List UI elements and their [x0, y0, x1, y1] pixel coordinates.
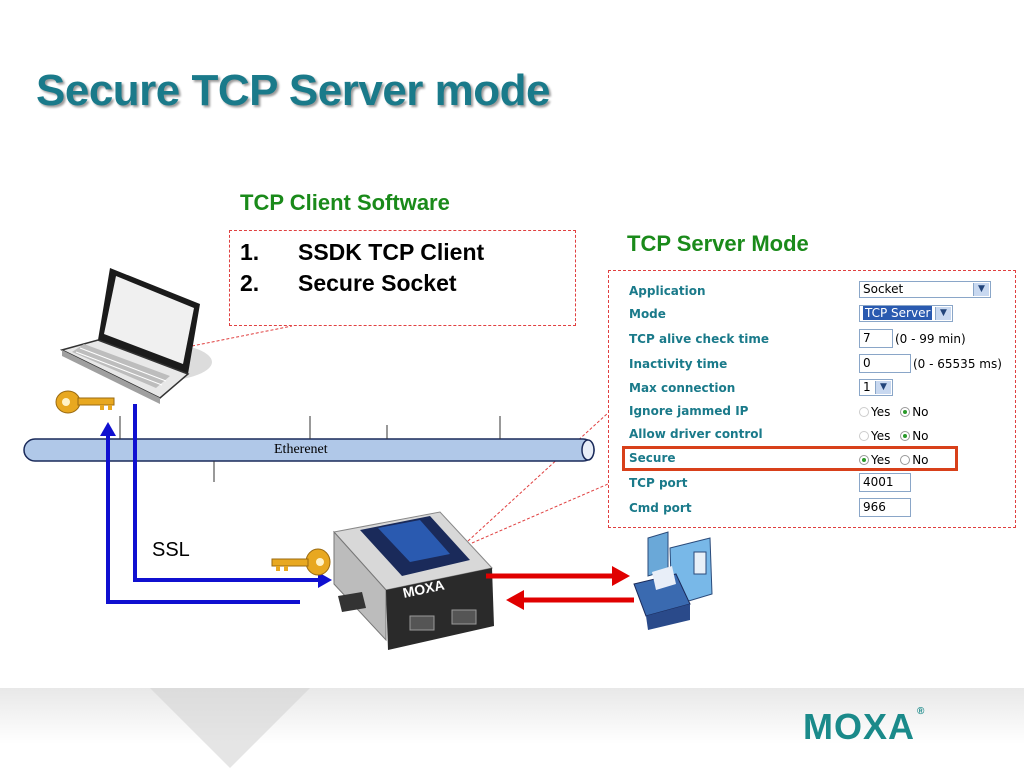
serial-arrows — [486, 566, 634, 610]
allow-driver-yes-radio[interactable] — [859, 430, 869, 441]
ignore-jammed-no-radio[interactable] — [900, 406, 911, 417]
tcp-port-input[interactable]: 4001 — [859, 473, 911, 492]
machine-icon — [633, 531, 713, 630]
chevron-down-icon: ▼ — [875, 381, 891, 394]
inactivity-label: Inactivity time — [629, 357, 728, 371]
application-value: Socket — [863, 282, 904, 296]
max-connection-value: 1 — [863, 380, 871, 394]
secure-yes-radio[interactable] — [859, 454, 869, 465]
ignore-jammed-yes-radio[interactable] — [859, 406, 869, 417]
allow-driver-no-radio[interactable] — [900, 430, 911, 441]
client-software-box: 1. SSDK TCP Client 2. Secure Socket — [229, 230, 576, 326]
max-connection-select[interactable]: 1 ▼ — [859, 379, 893, 396]
device-server-icon: MOXA — [333, 511, 494, 650]
client-item-text: SSDK TCP Client — [298, 239, 485, 265]
client-item-number: 2. — [240, 270, 260, 296]
mode-value: TCP Server — [863, 306, 933, 320]
allow-driver-radios: Yes No — [859, 428, 935, 443]
slide-title: Secure TCP Server mode — [36, 66, 551, 115]
client-callout-line — [191, 325, 293, 347]
client-item: 2. Secure Socket — [240, 270, 457, 297]
client-heading: TCP Client Software — [240, 190, 450, 215]
mode-select[interactable]: TCP Server ▼ — [859, 305, 953, 322]
radio-label: Yes — [871, 452, 891, 467]
server-callout-line-top — [467, 412, 609, 542]
client-item: 1. SSDK TCP Client — [240, 239, 484, 266]
tcp-alive-hint: (0 - 99 min) — [895, 332, 966, 346]
radio-label: Yes — [871, 428, 891, 443]
chevron-down-icon: ▼ — [935, 307, 951, 320]
tcp-port-label: TCP port — [629, 476, 688, 490]
ignore-jammed-label: Ignore jammed IP — [629, 404, 749, 418]
client-item-text: Secure Socket — [298, 270, 457, 296]
secure-no-radio[interactable] — [900, 454, 911, 465]
allow-driver-label: Allow driver control — [629, 427, 763, 441]
secure-radios: Yes No — [859, 452, 935, 467]
secure-highlight-box — [622, 446, 958, 471]
tcp-alive-input[interactable]: 7 — [859, 329, 893, 348]
key-icon — [271, 548, 331, 576]
application-select[interactable]: Socket ▼ — [859, 281, 991, 298]
moxa-logo-text: MOXA — [803, 706, 915, 747]
tcp-alive-label: TCP alive check time — [629, 332, 769, 346]
ethernet-bus — [23, 416, 595, 482]
footer-bar — [0, 688, 1024, 768]
ethernet-label: Etherenet — [274, 442, 328, 457]
server-settings-panel: Application Socket ▼ Mode TCP Server ▼ T… — [608, 270, 1016, 528]
mode-label: Mode — [629, 307, 666, 321]
footer-decoration — [150, 688, 310, 768]
ssl-label: SSL — [152, 539, 190, 561]
server-heading: TCP Server Mode — [627, 231, 809, 256]
application-label: Application — [629, 284, 706, 298]
radio-label: No — [912, 404, 929, 419]
ignore-jammed-radios: Yes No — [859, 404, 935, 419]
client-item-number: 1. — [240, 239, 260, 265]
inactivity-hint: (0 - 65535 ms) — [913, 357, 1002, 371]
radio-label: Yes — [871, 404, 891, 419]
radio-label: No — [912, 452, 929, 467]
secure-label: Secure — [629, 451, 676, 465]
ssl-path — [100, 404, 332, 604]
radio-label: No — [912, 428, 929, 443]
laptop-icon — [59, 268, 212, 404]
chevron-down-icon: ▼ — [973, 283, 989, 296]
server-callout-line-bottom — [471, 483, 609, 544]
cmd-port-label: Cmd port — [629, 501, 692, 515]
max-connection-label: Max connection — [629, 381, 736, 395]
registered-mark: ® — [917, 706, 926, 717]
inactivity-input[interactable]: 0 — [859, 354, 911, 373]
moxa-logo: MOXA® — [803, 706, 925, 748]
cmd-port-input[interactable]: 966 — [859, 498, 911, 517]
key-icon — [55, 390, 115, 414]
